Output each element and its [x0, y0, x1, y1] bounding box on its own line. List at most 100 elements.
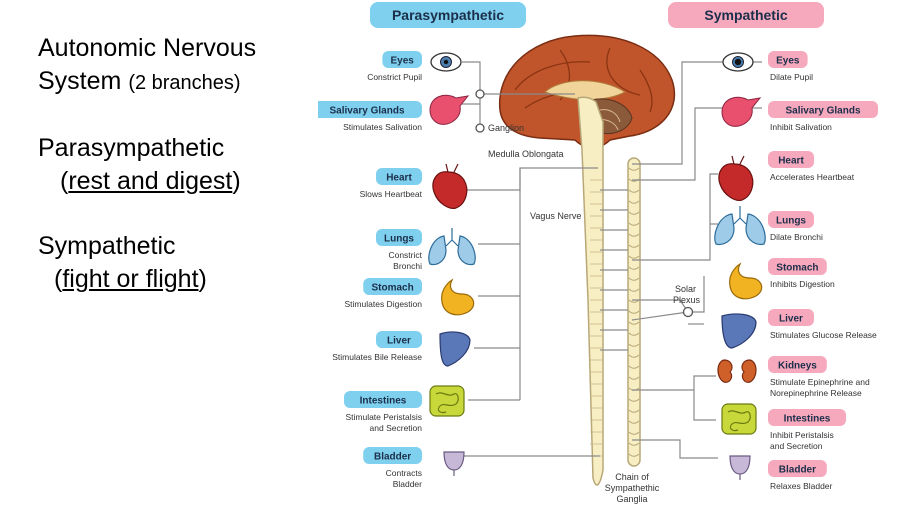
- brain-icon: [498, 34, 676, 149]
- spinal-cord-icon: [577, 96, 604, 486]
- right-salivary-gland-icon: [721, 96, 762, 127]
- left-organ-name: Stomach: [371, 283, 413, 294]
- left-eye-icon: [430, 52, 462, 72]
- left-organ-effect: Stimulates Bile Release: [332, 352, 422, 362]
- right-organ-name: Kidneys: [778, 361, 817, 372]
- right-organ-effect: Stimulate Epinephrine and: [770, 377, 870, 387]
- chain-label-1: Chain of: [615, 472, 649, 482]
- left-organ-effect: Constrict Pupil: [367, 72, 422, 82]
- sympathetic-heading: Sympathetic: [38, 232, 176, 260]
- left-organ-pill: [318, 101, 422, 118]
- fight-or-flight: fight or flight: [62, 265, 199, 293]
- left-organ-pill: [363, 447, 422, 464]
- left-organ-effect: Stimulates Salivation: [343, 122, 422, 132]
- left-liver-icon: [439, 331, 471, 367]
- left-heart-icon: [432, 163, 468, 209]
- right-organ-name: Heart: [778, 156, 804, 167]
- left-organ-effect-2: Bronchi: [393, 261, 422, 271]
- right-lungs-icon: [714, 206, 766, 246]
- paren-close: ): [198, 265, 207, 293]
- right-kidneys-icon: [717, 359, 757, 383]
- right-organ-pill: [768, 51, 808, 68]
- right-organ-name: Stomach: [776, 263, 818, 274]
- title-line-1: Autonomic Nervous: [38, 34, 257, 62]
- right-organ-name: Liver: [779, 314, 803, 325]
- parasympathetic-subtitle: (rest and digest): [38, 165, 308, 198]
- sympathetic-header-pill: [668, 2, 824, 28]
- parasympathetic-header: Parasympathetic: [392, 7, 504, 23]
- left-bladder-icon: [443, 451, 465, 476]
- right-organ-name: Eyes: [776, 56, 800, 67]
- rest-and-digest: rest and digest: [68, 167, 233, 195]
- left-organ-name: Lungs: [384, 234, 414, 245]
- paren-close: ): [232, 167, 241, 195]
- left-organ-pill: [344, 391, 422, 408]
- left-organ-pill: [376, 229, 422, 246]
- right-organ-effect: Stimulates Glucose Release: [770, 330, 877, 340]
- sympathetic-header: Sympathetic: [704, 7, 787, 23]
- left-organ-effect-2: Bladder: [393, 479, 422, 489]
- right-heart-icon: [718, 155, 754, 201]
- right-intestines-icon: [721, 403, 757, 435]
- left-organ-pill: [382, 51, 422, 68]
- right-organ-pill: [768, 460, 827, 477]
- left-organ-name: Intestines: [360, 396, 407, 407]
- parasympathetic-heading: Parasympathetic: [38, 134, 225, 162]
- title-line-2: System (2 branches): [38, 65, 308, 100]
- right-organ-name: Lungs: [776, 216, 806, 227]
- right-organ-effect: Inhibits Digestion: [770, 279, 835, 289]
- right-organ-name: Bladder: [779, 465, 816, 476]
- left-organ-effect: Stimulates Digestion: [345, 299, 423, 309]
- sympathetic-subtitle: (fight or flight): [38, 263, 308, 296]
- right-organ-pill: [768, 356, 827, 373]
- sympathetic-chain-icon: [627, 157, 641, 467]
- left-organ-name: Bladder: [374, 452, 411, 463]
- chain-label-3: Ganglia: [616, 494, 647, 504]
- right-liver-icon: [721, 313, 757, 349]
- slide-text-block: Autonomic Nervous System (2 branches) Pa…: [38, 32, 308, 296]
- right-organ-pill: [768, 151, 814, 168]
- right-organ-pill: [768, 409, 846, 426]
- left-organ-effect: Contracts: [386, 468, 422, 478]
- paren-open: (: [60, 167, 69, 195]
- right-organ-effect: Accelerates Heartbeat: [770, 172, 855, 182]
- title-branches: (2 branches): [128, 72, 241, 94]
- left-organ-pill: [376, 331, 422, 348]
- left-organ-pill: [363, 278, 422, 295]
- right-bladder-icon: [729, 455, 751, 480]
- right-organ-effect-2: and Secretion: [770, 441, 823, 451]
- paren-open: (: [54, 265, 63, 293]
- parasympathetic-header-pill: [370, 2, 526, 28]
- right-organ-pill: [768, 211, 814, 228]
- left-organ-name: Liver: [387, 336, 411, 347]
- right-organ-effect: Relaxes Bladder: [770, 481, 833, 491]
- right-organ-effect-2: Norepinephrine Release: [770, 388, 862, 398]
- right-organ-pill: [768, 101, 878, 118]
- left-organ-effect-2: and Secretion: [370, 423, 423, 433]
- left-organ-pill: [376, 168, 422, 185]
- left-organ-name: Eyes: [391, 56, 415, 67]
- left-organ-name: Heart: [386, 173, 412, 184]
- right-organ-effect: Inhibit Salivation: [770, 122, 832, 132]
- ganglion-icon: [475, 123, 485, 133]
- left-organ-effect: Constrict: [388, 250, 422, 260]
- left-organ-effect: Slows Heartbeat: [360, 189, 423, 199]
- title-system: System: [38, 67, 122, 95]
- left-organ-name: Salivary Glands: [329, 106, 404, 117]
- right-organ-name: Salivary Glands: [785, 106, 860, 117]
- left-stomach-icon: [441, 278, 475, 316]
- parasympathetic-ganglion-icon: [475, 89, 485, 99]
